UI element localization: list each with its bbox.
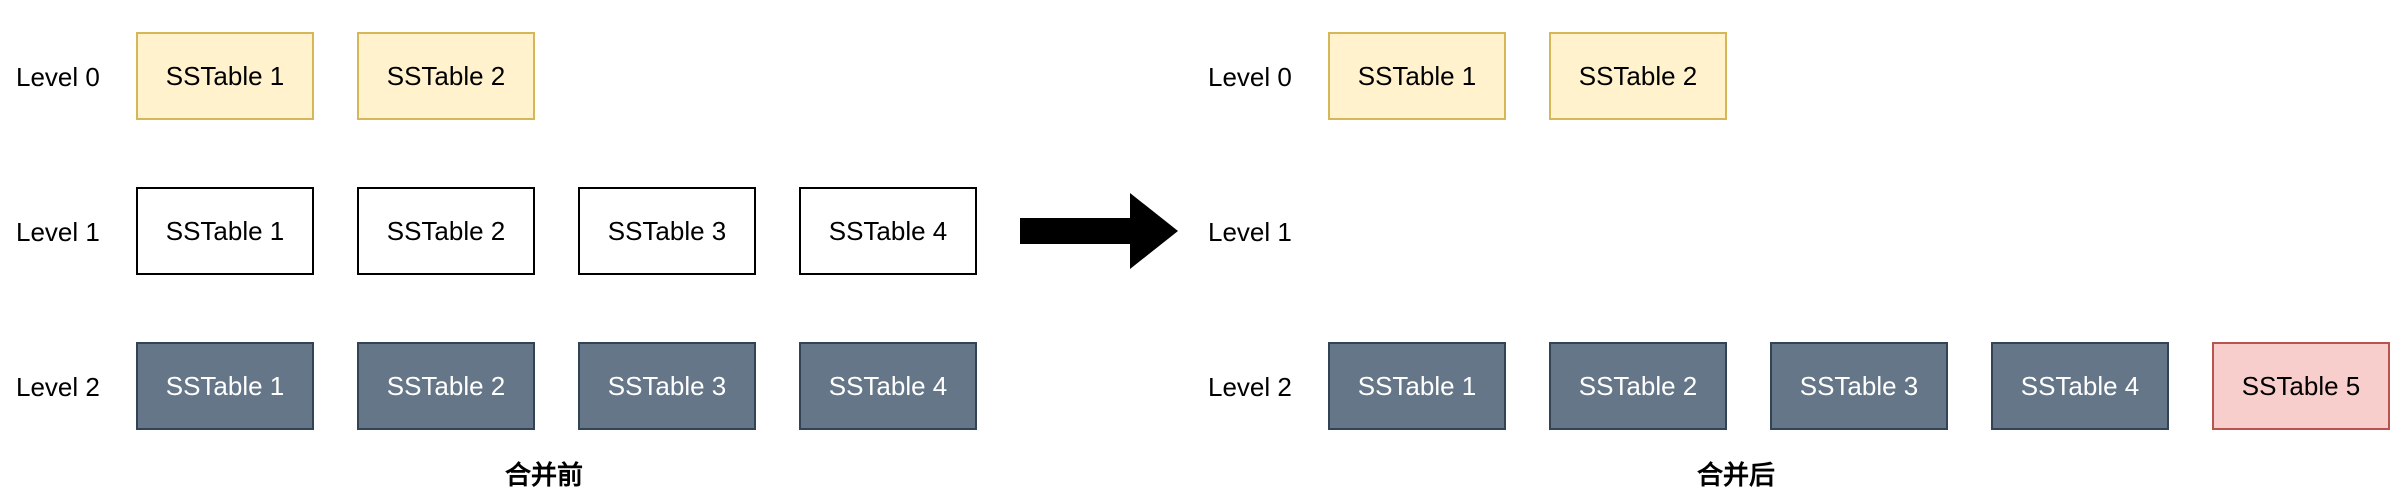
sstable-box-new: SSTable 5	[2212, 342, 2390, 430]
sstable-box: SSTable 4	[799, 342, 977, 430]
after-merge-caption: 合并后	[1696, 461, 1775, 491]
right-arrow-icon	[1020, 193, 1178, 269]
level-label: Level 0	[16, 62, 100, 92]
sstable-box: SSTable 3	[578, 187, 756, 275]
sstable-box: SSTable 2	[357, 187, 535, 275]
level-label: Level 0	[1208, 62, 1292, 92]
sstable-box: SSTable 3	[578, 342, 756, 430]
sstable-box: SSTable 2	[357, 32, 535, 120]
sstable-box: SSTable 3	[1770, 342, 1948, 430]
level-label: Level 1	[16, 217, 100, 247]
sstable-box: SSTable 2	[1549, 342, 1727, 430]
sstable-box: SSTable 1	[1328, 342, 1506, 430]
level-label: Level 1	[1208, 217, 1292, 247]
before-merge-panel: Level 0 SSTable 1 SSTable 2 Level 1 SSTa…	[0, 0, 1180, 500]
sstable-box: SSTable 1	[136, 187, 314, 275]
sstable-box: SSTable 2	[357, 342, 535, 430]
sstable-box: SSTable 4	[799, 187, 977, 275]
before-merge-caption: 合并前	[504, 461, 583, 491]
sstable-box: SSTable 1	[136, 342, 314, 430]
sstable-box: SSTable 4	[1991, 342, 2169, 430]
after-merge-panel: Level 0 SSTable 1 SSTable 2 Level 1 Leve…	[1192, 0, 2390, 500]
level-label: Level 2	[16, 372, 100, 402]
sstable-box: SSTable 1	[1328, 32, 1506, 120]
level-label: Level 2	[1208, 372, 1292, 402]
sstable-box: SSTable 1	[136, 32, 314, 120]
sstable-box: SSTable 2	[1549, 32, 1727, 120]
